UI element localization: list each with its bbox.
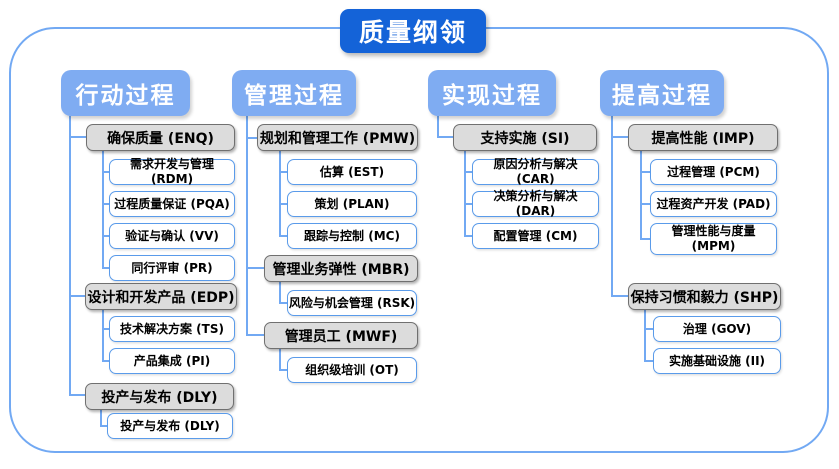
connector-line — [102, 151, 104, 269]
practice-mpm: 管理性能与度量 (MPM) — [650, 223, 777, 255]
connector-line — [611, 116, 613, 297]
group-mbr: 管理业务弹性 (MBR) — [264, 255, 418, 282]
practice-pr: 同行评审 (PR) — [109, 255, 235, 281]
connector-line — [279, 203, 287, 205]
connector-line — [464, 151, 466, 237]
connector-line — [279, 171, 287, 173]
group-shp: 保持习惯和毅力 (SHP) — [628, 283, 781, 310]
connector-line — [102, 328, 109, 330]
connector-line — [464, 171, 472, 173]
practice-gov: 治理 (GOV) — [653, 316, 781, 342]
connector-line — [644, 328, 653, 330]
practice-mc: 跟踪与控制 (MC) — [287, 223, 417, 249]
practice-rdm: 需求开发与管理 (RDM) — [109, 157, 235, 186]
category-realization-process: 实现过程 — [428, 70, 556, 116]
connector-line — [640, 151, 642, 240]
group-imp: 提高性能 (IMP) — [628, 124, 778, 151]
connector-line — [246, 334, 264, 336]
group-edp: 设计和开发产品 (EDP) — [85, 283, 237, 310]
connector-line — [246, 267, 264, 269]
connector-line — [437, 116, 439, 138]
connector-line — [69, 295, 85, 297]
connector-line — [640, 238, 650, 240]
group-enq: 确保质量 (ENQ) — [86, 124, 235, 151]
connector-line — [102, 235, 109, 237]
practice-car: 原因分析与解决 (CAR) — [472, 157, 599, 186]
practice-pad: 过程资产开发 (PAD) — [650, 191, 777, 217]
connector-line — [100, 409, 102, 427]
practice-est: 估算 (EST) — [287, 159, 417, 185]
connector-line — [640, 203, 650, 205]
connector-line — [102, 203, 109, 205]
practice-pi: 产品集成 (PI) — [109, 348, 235, 374]
connector-line — [279, 235, 287, 237]
practice-ot: 组织级培训 (OT) — [287, 357, 417, 383]
group-mwf: 管理员工 (MWF) — [264, 322, 418, 349]
connector-line — [102, 310, 104, 362]
connector-line — [640, 171, 650, 173]
connector-line — [279, 282, 281, 304]
connector-line — [464, 235, 472, 237]
connector-line — [100, 425, 107, 427]
diagram-title: 质量纲领 — [340, 9, 486, 53]
group-pmw: 规划和管理工作 (PMW) — [257, 124, 418, 151]
connector-line — [102, 360, 109, 362]
connector-line — [644, 310, 646, 362]
category-improvement-process: 提高过程 — [600, 70, 724, 116]
connector-line — [279, 151, 281, 237]
practice-cm: 配置管理 (CM) — [472, 223, 599, 249]
connector-line — [644, 360, 653, 362]
practice-pqa: 过程质量保证 (PQA) — [109, 191, 235, 217]
connector-line — [246, 137, 257, 139]
practice-dly: 投产与发布 (DLY) — [107, 413, 233, 439]
practice-plan: 策划 (PLAN) — [287, 191, 417, 217]
practice-rsk: 风险与机会管理 (RSK) — [287, 290, 417, 316]
group-si: 支持实施 (SI) — [453, 124, 597, 151]
practice-ts: 技术解决方案 (TS) — [109, 316, 235, 342]
category-management-process: 管理过程 — [232, 70, 356, 116]
connector-line — [246, 116, 248, 336]
group-dly: 投产与发布 (DLY) — [85, 383, 234, 410]
connector-line — [279, 349, 281, 371]
practice-ii: 实施基础设施 (II) — [653, 348, 781, 374]
connector-line — [611, 136, 628, 138]
connector-line — [611, 295, 628, 297]
connector-line — [279, 369, 287, 371]
practice-dar: 决策分析与解决 (DAR) — [472, 189, 599, 218]
connector-line — [102, 171, 109, 173]
connector-line — [464, 203, 472, 205]
connector-line — [69, 116, 71, 396]
connector-line — [102, 267, 109, 269]
practice-vv: 验证与确认 (VV) — [109, 223, 235, 249]
connector-line — [69, 136, 86, 138]
category-action-process: 行动过程 — [61, 70, 190, 116]
practice-pcm: 过程管理 (PCM) — [650, 159, 777, 185]
connector-line — [437, 136, 453, 138]
connector-line — [69, 394, 85, 396]
connector-line — [279, 302, 287, 304]
